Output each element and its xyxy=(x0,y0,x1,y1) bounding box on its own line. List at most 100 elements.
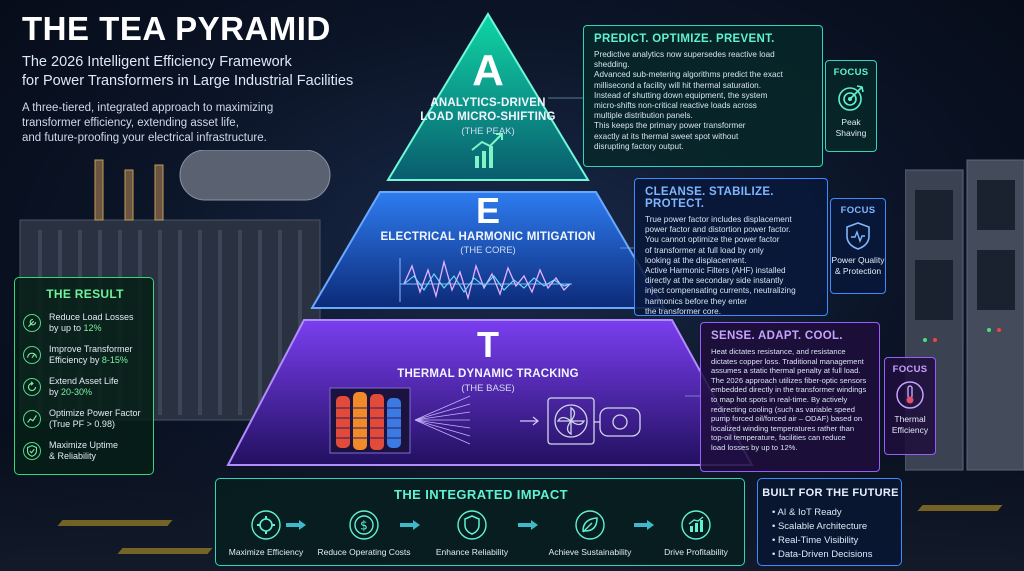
thermometer-icon xyxy=(896,381,924,409)
impact-item: Maximize Efficiency xyxy=(218,507,314,557)
callout-line: of transformer at full load by only xyxy=(645,245,764,255)
core-subtitle: (THE CORE) xyxy=(460,245,516,256)
built-for-future-panel: BUILT FOR THE FUTURE • AI & IoT Ready • … xyxy=(757,478,902,566)
base-title: THERMAL DYNAMIC TRACKING xyxy=(397,368,579,380)
impact-label: Maximize Efficiency xyxy=(228,547,304,557)
result-highlight: 20-30% xyxy=(61,387,93,397)
future-title: BUILT FOR THE FUTURE xyxy=(762,487,899,499)
result-line: (True PF > 0.98) xyxy=(49,419,115,429)
callout-heading: PREDICT. OPTIMIZE. PREVENT. xyxy=(594,33,775,45)
page-subtitle: The 2026 Intelligent Efficiency Framewor… xyxy=(22,53,382,91)
callout-line: dictates copper loss. Traditional manage… xyxy=(711,356,864,366)
callout-line: localized winding temperatures rather th… xyxy=(711,423,855,433)
focus-power-quality: FOCUS Power Quality & Protection xyxy=(830,198,886,294)
callout-line: Advanced sub-metering algorithms predict… xyxy=(594,70,783,80)
callout-line: the transformer core. xyxy=(645,306,721,316)
intro-line: transformer efficiency, extending asset … xyxy=(22,117,239,129)
callout-body: Predictive analytics now supersedes reac… xyxy=(594,50,812,152)
winding-heatmap-icon xyxy=(329,387,411,454)
result-text: Reduce Load Losses by up to 12% xyxy=(49,312,153,334)
result-line: by 20-30% xyxy=(49,387,153,398)
arrow-right-icon xyxy=(520,416,539,426)
callout-heading: CLEANSE. STABILIZE. PROTECT. xyxy=(645,186,774,210)
callout-line: to map hot spots in real-time. By active… xyxy=(711,394,848,404)
callout-line: Instead of shutting down equipment, the … xyxy=(594,90,768,100)
callout-harmonic: CLEANSE. STABILIZE. PROTECT. True power … xyxy=(634,178,828,316)
electrical-panels-illustration xyxy=(905,159,1024,471)
callout-line: looking at the displacement. xyxy=(645,255,747,265)
growth-chart-icon xyxy=(681,510,711,540)
focus-line: Thermal xyxy=(894,414,926,424)
arrow-right-icon xyxy=(518,520,538,530)
callout-line: power factor and distortion power factor… xyxy=(645,225,791,235)
result-panel: THE RESULT Reduce Load Losses by up to 1… xyxy=(14,277,154,475)
callout-body: True power factor includes displacement … xyxy=(645,215,817,317)
base-subtitle: (THE BASE) xyxy=(461,383,515,394)
shield-icon xyxy=(457,510,487,540)
result-line-text: by up to xyxy=(49,323,84,333)
result-line: Efficiency by 8-15% xyxy=(49,355,153,366)
target-icon xyxy=(838,85,864,111)
focus-line: Peak xyxy=(841,117,861,127)
svg-text:$: $ xyxy=(360,519,368,533)
result-line: Optimize Power Factor xyxy=(49,408,141,418)
result-line: & Reliability xyxy=(49,451,97,461)
result-item: Extend Asset Life by 20-30% xyxy=(23,376,151,410)
dollar-icon: $ xyxy=(349,510,379,540)
result-text: Improve Transformer Efficiency by 8-15% xyxy=(49,344,153,366)
peak-title-line: LOAD MICRO-SHIFTING xyxy=(420,111,556,123)
arrow-right-icon xyxy=(400,520,420,530)
future-item: • Scalable Architecture xyxy=(772,521,868,532)
growth-chart-icon xyxy=(471,133,503,168)
peak-subtitle: (THE PEAK) xyxy=(461,126,515,137)
focus-label: FOCUS xyxy=(892,364,928,375)
callout-line: This keeps the primary power transformer xyxy=(594,121,746,131)
callout-heading: SENSE. ADAPT. COOL. xyxy=(711,330,843,342)
result-item: Reduce Load Losses by up to 12% xyxy=(23,312,151,346)
core-title: ELECTRICAL HARMONIC MITIGATION xyxy=(380,231,596,243)
impact-label: Enhance Reliability xyxy=(435,547,509,557)
leaf-icon xyxy=(575,510,605,540)
intro-line: A three-tiered, integrated approach to m… xyxy=(22,102,274,114)
callout-line: disrupting factory output. xyxy=(594,141,684,151)
result-highlight: 12% xyxy=(83,323,102,333)
subtitle-line: The 2026 Intelligent Efficiency Framewor… xyxy=(22,54,292,70)
callout-line: millisecond a facility will hit thermal … xyxy=(594,80,761,90)
arrow-right-icon xyxy=(286,520,306,530)
focus-line: Efficiency xyxy=(891,425,929,435)
callout-line: inject compensating currents, neutralizi… xyxy=(645,286,796,296)
future-item: • AI & IoT Ready xyxy=(772,507,842,518)
callout-line: redirecting cooling (such as variable sp… xyxy=(711,404,855,414)
pyramid-peak-tier xyxy=(386,12,590,181)
core-letter: E xyxy=(475,190,500,231)
cycle-icon xyxy=(23,378,41,396)
result-item: Optimize Power Factor (True PF > 0.98) xyxy=(23,408,151,442)
callout-body: Heat dictates resistance, and resistance… xyxy=(711,347,869,453)
result-line: Improve Transformer xyxy=(49,344,133,354)
future-item: • Data-Driven Decisions xyxy=(772,549,873,560)
callout-line: Predictive analytics now supersedes reac… xyxy=(594,50,775,70)
callout-line: True power factor includes displacement xyxy=(645,215,792,224)
focus-line: Shaving xyxy=(835,128,867,138)
peak-title: ANALYTICS-DRIVEN LOAD MICRO-SHIFTING xyxy=(408,96,568,124)
result-highlight: 8-15% xyxy=(101,355,128,365)
subtitle-line: for Power Transformers in Large Industri… xyxy=(22,73,354,89)
impact-item: $ Reduce Operating Costs xyxy=(316,507,412,557)
result-line-text: by xyxy=(49,387,62,397)
result-line: Reduce Load Losses xyxy=(49,312,134,322)
callout-line: Active Harmonic Filters (AHF) installed xyxy=(645,266,786,276)
focus-thermal-efficiency: FOCUS Thermal Efficiency xyxy=(884,357,936,455)
impact-label: Achieve Sustainability xyxy=(548,547,632,557)
future-item: • Real-Time Visibility xyxy=(772,535,859,546)
result-line: Extend Asset Life xyxy=(49,376,119,386)
callout-line: pump forced oil/forced air – ODAF) based… xyxy=(711,414,863,424)
result-text: Extend Asset Life by 20-30% xyxy=(49,376,153,398)
result-title: THE RESULT xyxy=(46,287,124,301)
shield-check-icon xyxy=(23,442,41,460)
arrow-right-icon xyxy=(634,520,654,530)
impact-label: Drive Profitability xyxy=(664,547,728,557)
callout-line: harmonics before they enter xyxy=(645,296,747,306)
cooling-fan-pump-icon xyxy=(547,397,641,445)
base-letter: T xyxy=(477,324,499,365)
fiber-optic-icon xyxy=(414,395,471,445)
